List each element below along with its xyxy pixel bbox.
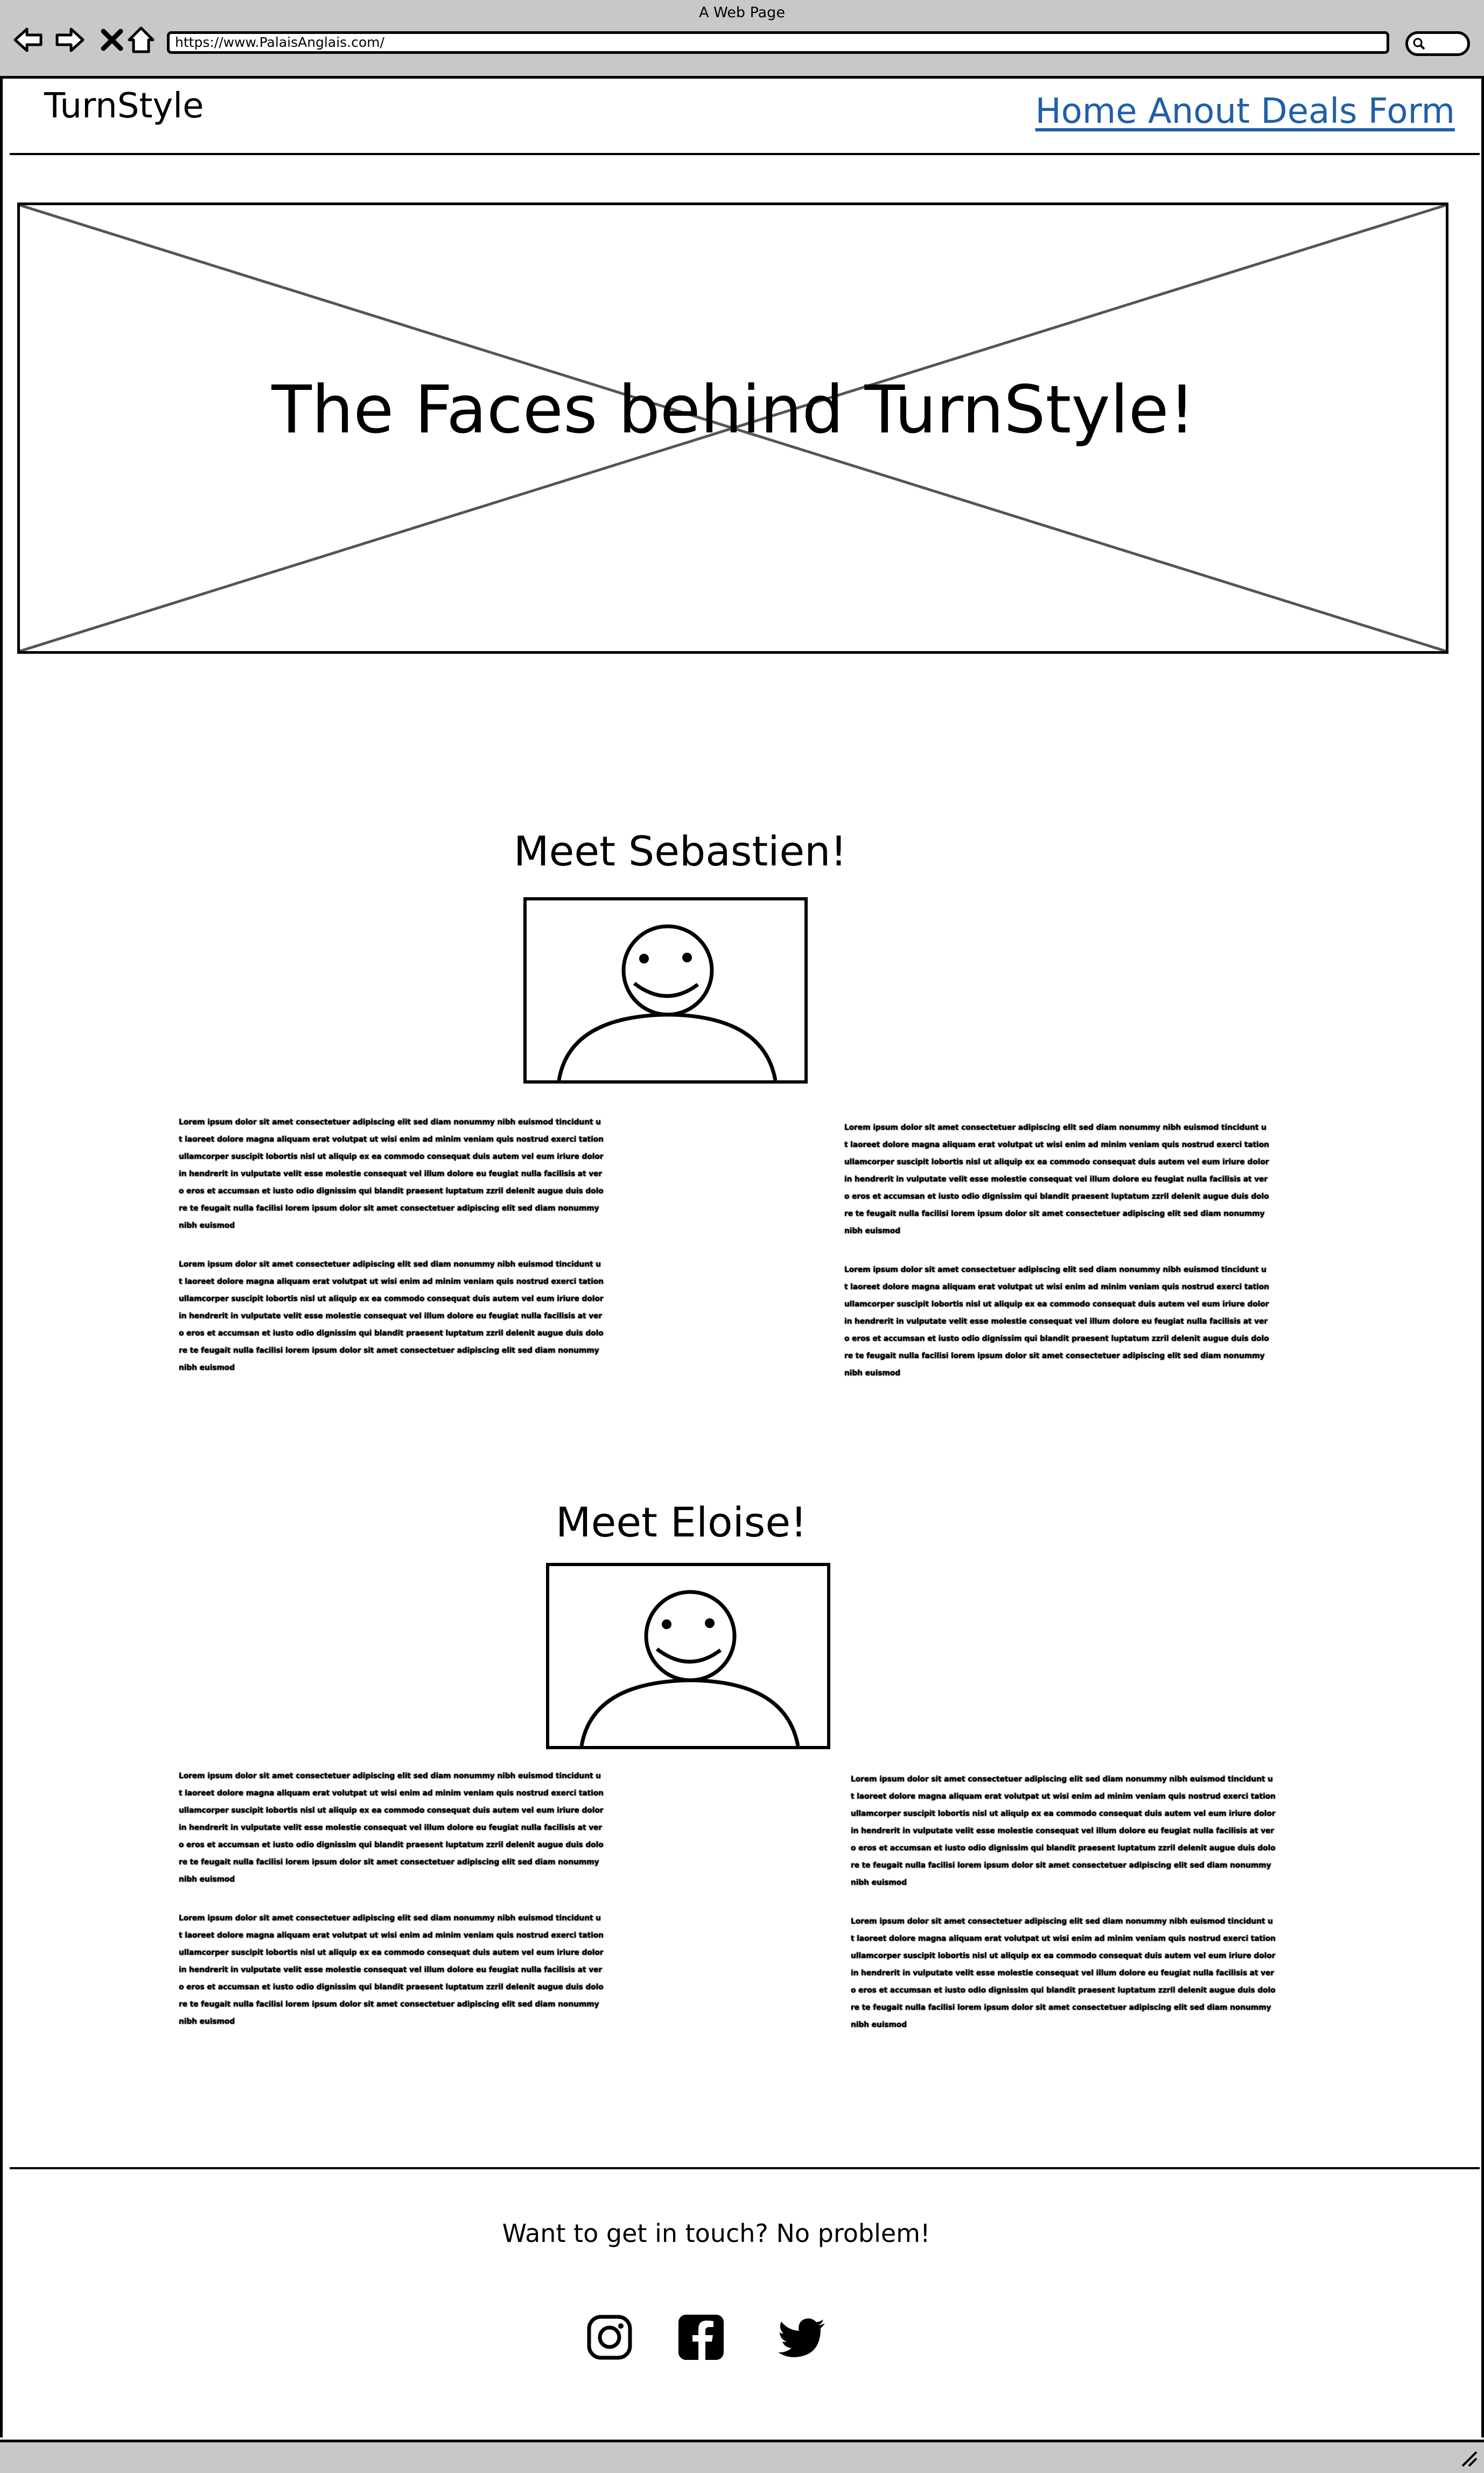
bio-paragraph: Lorem ipsum dolor sit amet consectetuer … bbox=[179, 1260, 604, 1372]
person-photo bbox=[523, 897, 808, 1084]
person-name: Meet Sebastien! bbox=[514, 827, 847, 875]
facebook-icon[interactable] bbox=[674, 2310, 728, 2364]
footer-contact-text: Want to get in touch? No problem! bbox=[502, 2219, 930, 2248]
person-bio-right: Lorem ipsum dolor sit amet consectetuer … bbox=[844, 1119, 1270, 1382]
bio-paragraph: Lorem ipsum dolor sit amet consectetuer … bbox=[179, 1118, 604, 1230]
window-title: A Web Page bbox=[699, 4, 785, 21]
search-field[interactable] bbox=[1405, 31, 1470, 56]
address-bar[interactable]: https://www.PalaisAnglais.com/ bbox=[167, 31, 1389, 54]
hero-image-placeholder bbox=[17, 202, 1448, 654]
bio-paragraph: Lorem ipsum dolor sit amet consectetuer … bbox=[179, 1914, 604, 2026]
status-bar bbox=[0, 2440, 1484, 2473]
person-name: Meet Eloise! bbox=[556, 1498, 807, 1546]
person-avatar-icon bbox=[579, 1590, 800, 1746]
forward-arrow-icon[interactable] bbox=[54, 24, 86, 56]
person-bio-right: Lorem ipsum dolor sit amet consectetuer … bbox=[851, 1771, 1276, 2034]
bio-paragraph: Lorem ipsum dolor sit amet consectetuer … bbox=[851, 1917, 1276, 2029]
instagram-icon[interactable] bbox=[583, 2310, 636, 2364]
bio-paragraph: Lorem ipsum dolor sit amet consectetuer … bbox=[844, 1123, 1269, 1235]
home-icon[interactable] bbox=[125, 24, 157, 56]
brand-logo-text[interactable]: TurnStyle bbox=[44, 86, 204, 126]
page-frame bbox=[0, 79, 1484, 2437]
bio-paragraph: Lorem ipsum dolor sit amet consectetuer … bbox=[844, 1266, 1269, 1378]
footer-divider bbox=[10, 2167, 1480, 2169]
resize-grip-icon[interactable] bbox=[1458, 2448, 1480, 2469]
person-bio-left: Lorem ipsum dolor sit amet consectetuer … bbox=[179, 1114, 604, 1377]
stop-icon[interactable] bbox=[96, 24, 128, 56]
person-photo bbox=[546, 1563, 830, 1749]
person-bio-left: Lorem ipsum dolor sit amet consectetuer … bbox=[179, 1768, 604, 2030]
person-avatar-icon bbox=[557, 924, 778, 1080]
bio-paragraph: Lorem ipsum dolor sit amet consectetuer … bbox=[851, 1775, 1276, 1887]
back-arrow-icon[interactable] bbox=[12, 24, 44, 56]
hero-title: The Faces behind TurnStyle! bbox=[271, 372, 1195, 448]
header-divider bbox=[10, 153, 1480, 155]
twitter-icon[interactable] bbox=[775, 2310, 829, 2364]
search-icon bbox=[1413, 38, 1425, 50]
image-placeholder-cross-icon bbox=[20, 205, 1446, 651]
bio-paragraph: Lorem ipsum dolor sit amet consectetuer … bbox=[179, 1772, 604, 1884]
nav-links[interactable]: Home Anout Deals Form bbox=[1035, 92, 1455, 131]
